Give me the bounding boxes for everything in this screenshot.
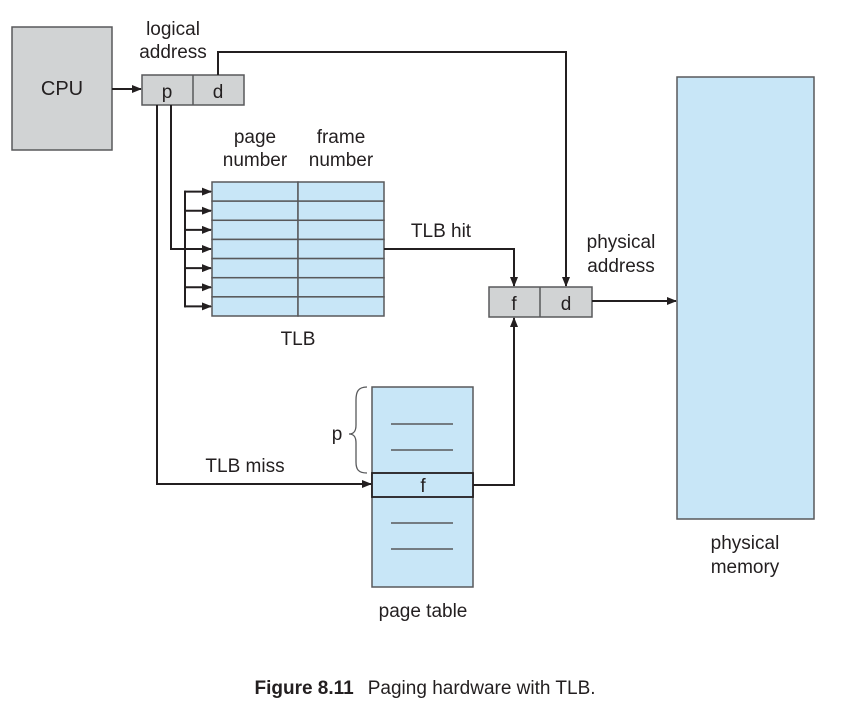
tlb-miss-connector xyxy=(156,105,372,488)
cpu-box: CPU xyxy=(11,26,113,151)
figure-number: Figure 8.11 xyxy=(254,678,354,699)
page-table: f xyxy=(371,386,474,588)
tlb-frame-number-cell xyxy=(297,296,385,317)
cpu-label: CPU xyxy=(41,78,83,100)
tlb-frame-number-cell xyxy=(297,181,385,202)
physical-address-label-line2: address xyxy=(587,256,655,277)
tlb-row xyxy=(211,276,385,298)
tlb-row xyxy=(211,296,385,317)
tlb-row xyxy=(211,257,385,279)
tlb-col1-header-line1: page xyxy=(234,127,276,148)
tlb-page-number-cell xyxy=(211,257,299,279)
logical-address-box: p d xyxy=(141,74,245,106)
tlb-row xyxy=(211,219,385,241)
tlb-miss-label: TLB miss xyxy=(205,456,284,477)
tlb-input-bus xyxy=(184,187,212,311)
tlb-page-number-cell xyxy=(211,296,299,317)
logical-field-d: d xyxy=(213,82,224,103)
tlb-page-number-cell xyxy=(211,181,299,202)
tlb-frame-number-cell xyxy=(297,219,385,241)
page-index-p-label: p xyxy=(332,424,343,445)
logical-address-label-line1: logical xyxy=(146,19,200,40)
p-to-tlb-connector xyxy=(170,105,185,250)
physical-memory-label-line1: physical xyxy=(711,533,780,554)
physical-field-f: f xyxy=(511,294,517,315)
page-table-entry-f: f xyxy=(420,476,426,497)
tlb-page-number-cell xyxy=(211,219,299,241)
tlb-col1-header-line2: number xyxy=(223,150,288,171)
tlb-label: TLB xyxy=(281,329,316,350)
physical-memory-block xyxy=(676,76,815,520)
figure-caption-text: Paging hardware with TLB. xyxy=(367,678,596,699)
tlb-col2-header-line2: number xyxy=(309,150,374,171)
tlb-frame-number-cell xyxy=(297,257,385,279)
tlb-col2-header-line1: frame xyxy=(317,127,366,148)
page-table-selected-entry xyxy=(371,472,474,498)
physical-memory-label-line2: memory xyxy=(711,557,780,578)
logical-address-label-line2: address xyxy=(139,42,207,63)
tlb-row xyxy=(211,238,385,260)
page-table-to-frame-connector xyxy=(473,317,518,486)
logical-field-p: p xyxy=(162,82,173,103)
tlb-page-number-cell xyxy=(211,276,299,298)
offset-d-connector xyxy=(217,51,570,287)
tlb-frame-number-cell xyxy=(297,238,385,260)
tlb-page-number-cell xyxy=(211,200,299,222)
tlb-row xyxy=(211,200,385,222)
physical-field-d: d xyxy=(561,294,572,315)
tlb-frame-number-cell xyxy=(297,200,385,222)
page-table-label: page table xyxy=(379,601,468,622)
tlb-hit-connector xyxy=(384,248,518,287)
tlb-table xyxy=(211,181,385,317)
tlb-frame-number-cell xyxy=(297,276,385,298)
physical-address-box: f d xyxy=(488,286,593,318)
tlb-row xyxy=(211,181,385,202)
figure-caption: Figure 8.11 Paging hardware with TLB. xyxy=(0,678,850,700)
tlb-page-number-cell xyxy=(211,238,299,260)
tlb-hit-label: TLB hit xyxy=(411,221,472,242)
physical-address-label-line1: physical xyxy=(587,232,656,253)
page-index-brace-icon xyxy=(348,386,368,474)
